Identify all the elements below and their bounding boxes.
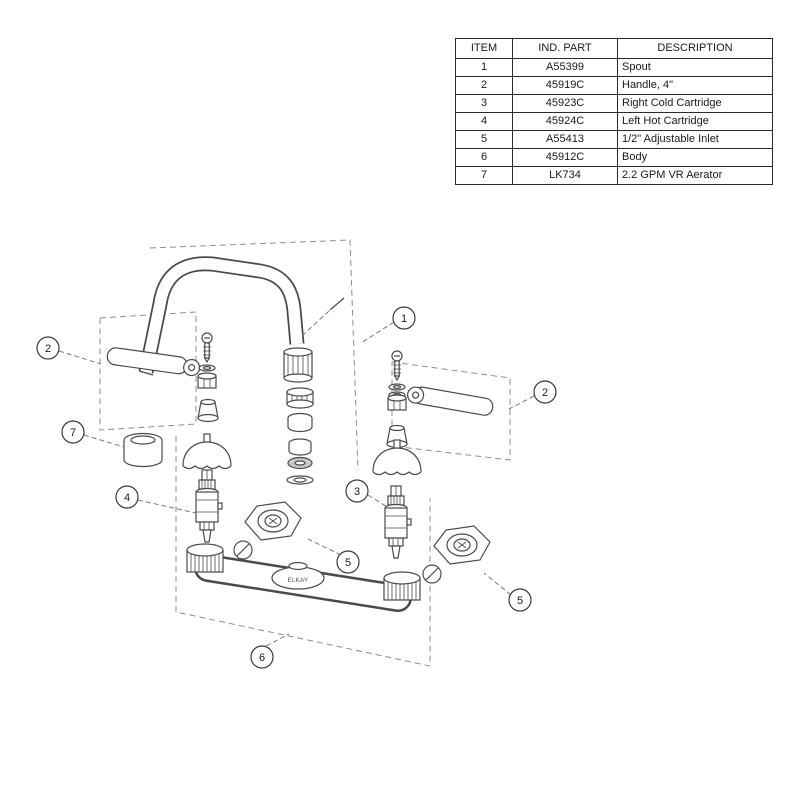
callout-balloon-7: 7 [61,420,85,444]
inlet-left-part [233,501,302,560]
callout-balloon-5-right: 5 [508,588,532,612]
body-part: ELKAY [186,543,421,612]
svg-text:2: 2 [45,343,51,355]
svg-text:2: 2 [542,387,548,399]
parts-table: ITEM IND. PART DESCRIPTION 1 A55399 Spou… [455,38,773,185]
cell-item: 2 [455,76,513,95]
svg-text:6: 6 [259,652,265,664]
handle-screw-left [201,332,213,363]
table-row: 2 45919C Handle, 4" [455,76,773,95]
callout-balloon-6: 6 [250,645,274,669]
cell-item: 4 [455,112,513,131]
cell-description: Right Cold Cartridge [617,94,773,113]
callout-balloon-2-left: 2 [36,336,60,360]
cell-description: Left Hot Cartridge [617,112,773,131]
cell-part: A55413 [512,130,618,149]
table-row: 3 45923C Right Cold Cartridge [455,94,773,113]
col-header-description: DESCRIPTION [617,38,773,59]
handle-right-part [372,350,494,476]
cell-description: 2.2 GPM VR Aerator [617,166,773,185]
table-row: 4 45924C Left Hot Cartridge [455,112,773,131]
cell-item: 7 [455,166,513,185]
svg-text:7: 7 [70,427,76,439]
cell-item: 1 [455,58,513,77]
svg-text:3: 3 [354,486,360,498]
cell-part: 45919C [512,76,618,95]
cartridge-right-cold-part [384,485,412,559]
callout-balloon-5-left: 5 [336,550,360,574]
body-brand-label: ELKAY [288,578,309,584]
cell-description: Handle, 4" [617,76,773,95]
svg-text:1: 1 [401,313,407,325]
dashed-box-spout [149,239,359,471]
aerator-part [123,432,163,468]
table-row: 7 LK734 2.2 GPM VR Aerator [455,166,773,185]
cell-part: 45912C [512,148,618,167]
handle-left-part [106,332,232,470]
leader-lines [58,321,535,647]
callout-balloon-1: 1 [392,306,416,330]
cell-description: 1/2" Adjustable Inlet [617,130,773,149]
cell-description: Body [617,148,773,167]
cell-description: Spout [617,58,773,77]
callout-balloon-4: 4 [115,485,139,509]
callout-balloon-3: 3 [345,479,369,503]
cell-part: LK734 [512,166,618,185]
cartridge-left-hot-part [195,469,223,543]
swivel-ring-stack [286,387,314,485]
col-header-ind-part: IND. PART [512,38,618,59]
svg-text:5: 5 [517,595,523,607]
table-header-row: ITEM IND. PART DESCRIPTION [455,38,773,59]
cell-part: A55399 [512,58,618,77]
col-header-item: ITEM [455,38,513,59]
cell-item: 3 [455,94,513,113]
handle-screw-right [391,350,403,381]
dashed-box-right-handle [391,361,511,461]
table-row: 6 45912C Body [455,148,773,167]
svg-text:5: 5 [345,557,351,569]
cell-item: 6 [455,148,513,167]
table-row: 1 A55399 Spout [455,58,773,77]
dashed-box-body [175,436,431,667]
spout-part [138,256,345,485]
cell-part: 45923C [512,94,618,113]
inlet-right-part [422,525,491,584]
cell-part: 45924C [512,112,618,131]
svg-text:4: 4 [124,492,130,504]
table-row: 5 A55413 1/2" Adjustable Inlet [455,130,773,149]
cell-item: 5 [455,130,513,149]
callout-balloon-2-right: 2 [533,380,557,404]
